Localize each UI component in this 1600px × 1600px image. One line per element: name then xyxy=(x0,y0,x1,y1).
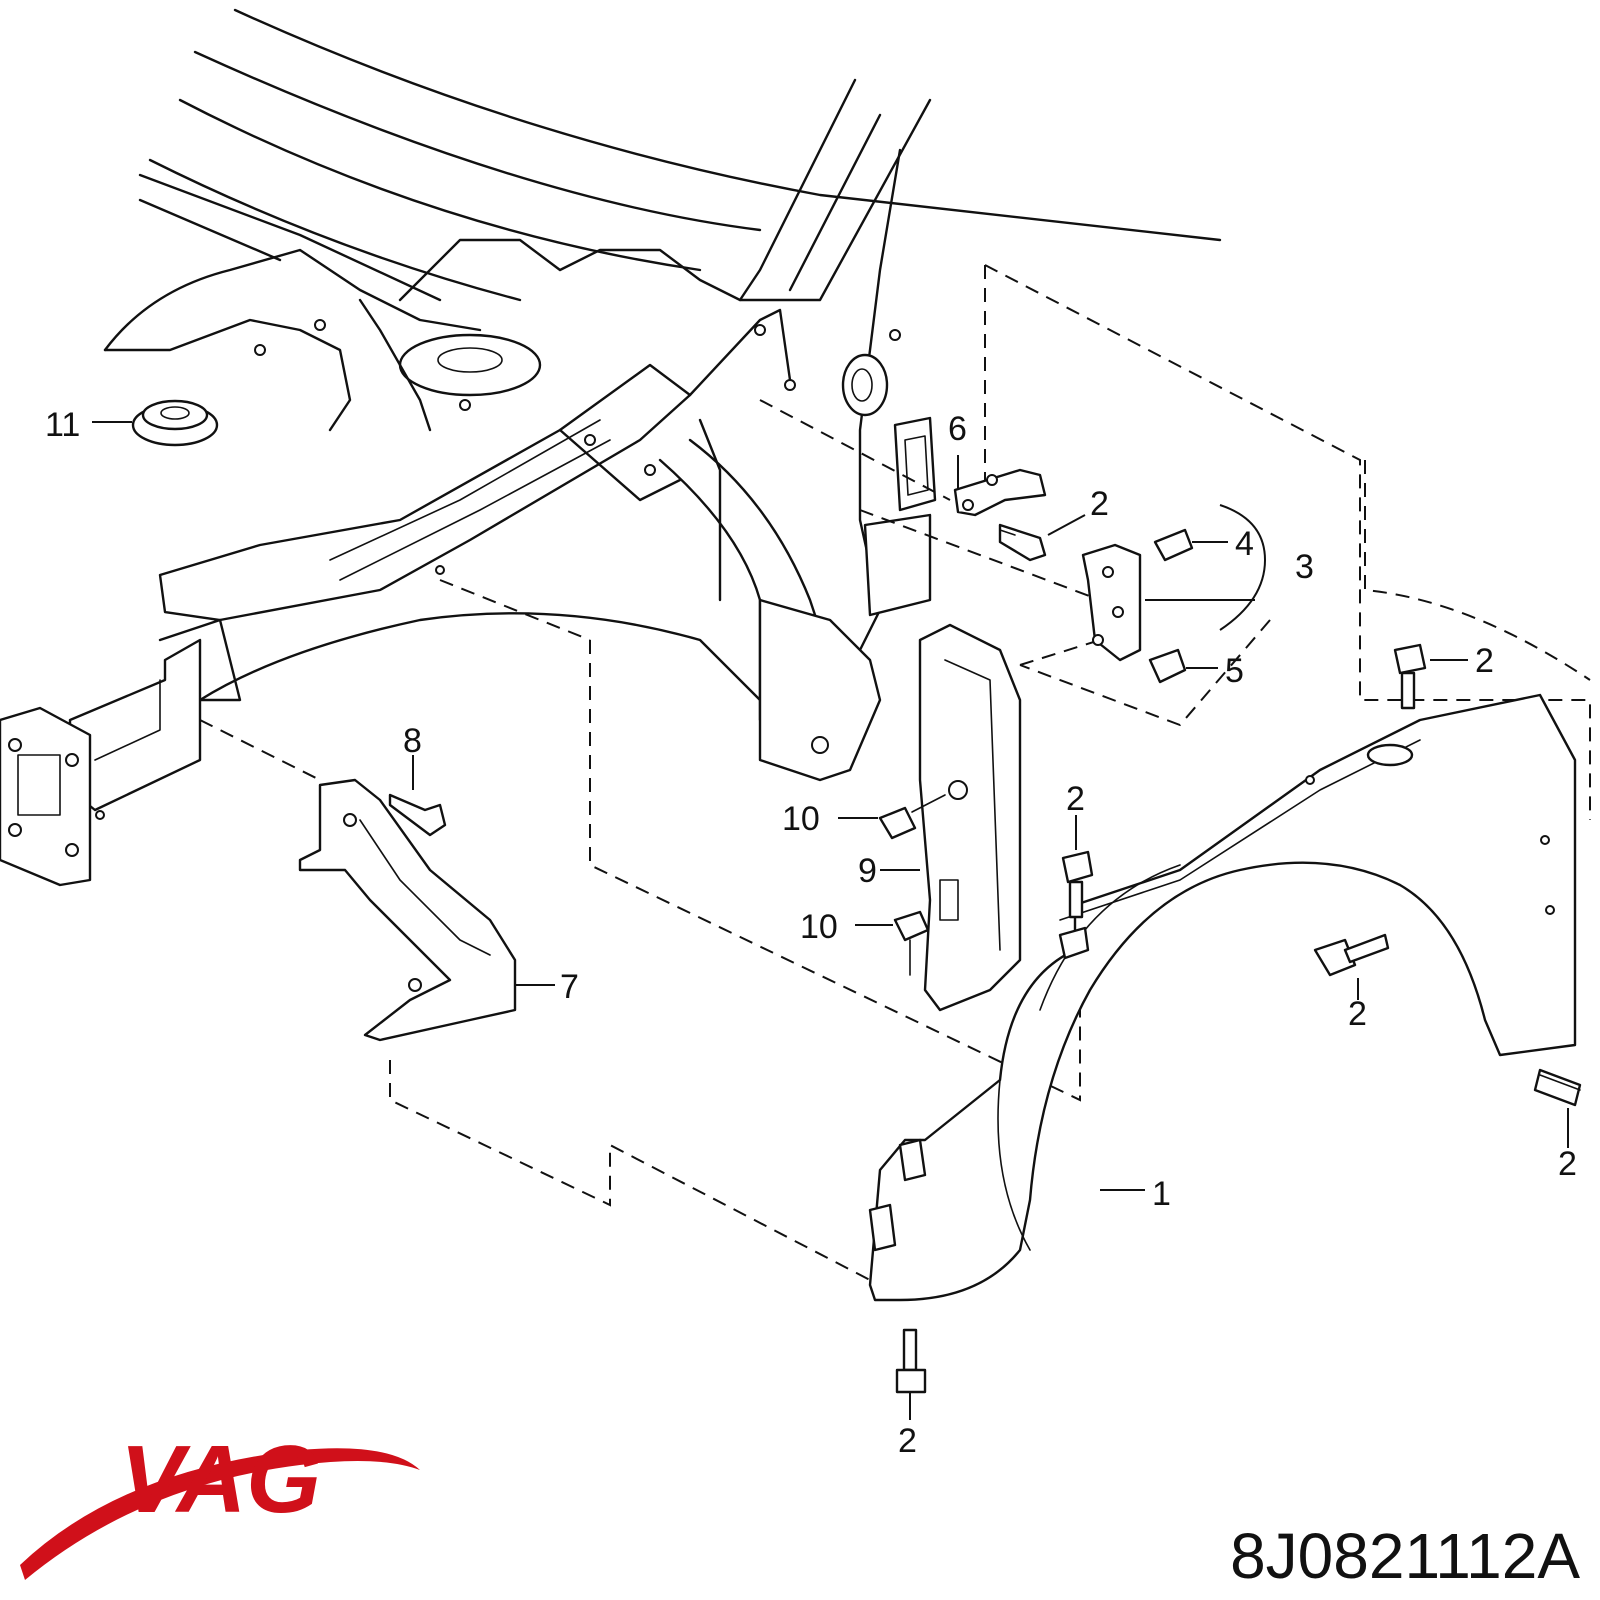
callout-2-right: 2 xyxy=(1558,1145,1577,1183)
part-1-fender xyxy=(868,693,1577,1302)
bolt-2-right xyxy=(1533,1068,1582,1148)
vag-logo: VAG xyxy=(20,1426,420,1580)
part-number: 8J0821112A xyxy=(1230,1520,1580,1592)
callout-2-middle: 2 xyxy=(1066,780,1085,818)
callout-2-bottom: 2 xyxy=(898,1422,917,1460)
part-5-clip xyxy=(1148,648,1218,684)
logo-text: VAG xyxy=(120,1426,321,1533)
part-6-bracket xyxy=(953,455,1047,517)
callouts: 11 6 2 4 3 5 2 8 10 2 9 10 7 2 2 1 2 xyxy=(45,406,1577,1460)
callout-3: 3 xyxy=(1295,548,1314,586)
bolt-near-6 xyxy=(998,514,1086,562)
bolt-2-middle xyxy=(1061,815,1094,919)
callout-9: 9 xyxy=(858,852,877,890)
part-11-grommet xyxy=(92,399,219,447)
callout-6: 6 xyxy=(948,410,967,448)
callout-8: 8 xyxy=(403,722,422,760)
part-10-clip-upper xyxy=(838,794,946,840)
part-3-bracket xyxy=(1081,504,1267,662)
callout-2-arch: 2 xyxy=(1348,995,1367,1033)
part-10-clip-lower xyxy=(855,910,930,976)
callout-7: 7 xyxy=(560,968,579,1006)
callout-2-near-6: 2 xyxy=(1090,485,1109,523)
callout-1: 1 xyxy=(1152,1175,1171,1213)
callout-5: 5 xyxy=(1225,652,1244,690)
bolt-2-top-right xyxy=(1393,643,1468,710)
callout-4: 4 xyxy=(1235,525,1254,563)
callout-2-top-right: 2 xyxy=(1475,642,1494,680)
assembly-lines xyxy=(199,264,1591,1281)
bolt-2-bottom xyxy=(895,1328,927,1420)
body-structure xyxy=(0,8,1222,887)
part-4-nut xyxy=(1153,528,1228,562)
part-7-bracket xyxy=(298,778,555,1042)
part-9-trim xyxy=(880,623,1022,1012)
bolt-2-arch xyxy=(1313,933,1390,1000)
callout-10-upper: 10 xyxy=(782,800,820,838)
logo-swoosh xyxy=(20,1448,420,1580)
callout-11: 11 xyxy=(45,406,80,444)
part-8-bolt xyxy=(388,755,447,837)
callout-10-lower: 10 xyxy=(800,908,838,946)
